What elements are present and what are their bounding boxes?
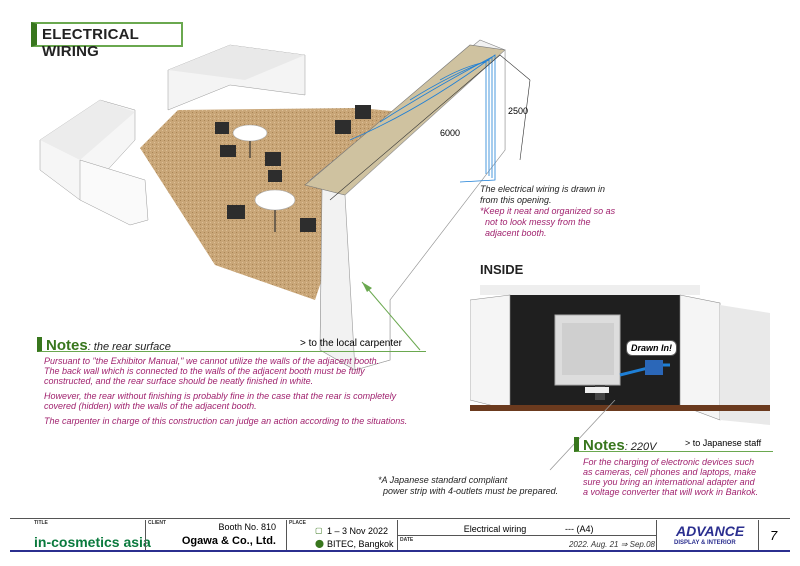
notes-power-l1: For the charging of electronic devices s… xyxy=(583,457,755,467)
notes-rear-p1-l1: Pursuant to "the Exhibitor Manual," we c… xyxy=(44,356,380,366)
footer-divider-2 xyxy=(286,520,287,550)
notes-power-l2: as cameras, cell phones and laptops, mak… xyxy=(583,467,757,477)
notes-power-l4: a voltage converter that will work in Ba… xyxy=(583,487,759,497)
notes-rear-target: > to the local carpenter xyxy=(300,338,403,349)
notes-rear-p1-l3: constructed, and the rear surface should… xyxy=(44,376,314,386)
footer-mid-rule xyxy=(398,535,656,536)
notes-rear-p2-l2: covered (hidden) with the walls of the a… xyxy=(44,401,257,411)
notes-rear-label: Notes xyxy=(46,337,88,354)
wiring xyxy=(349,54,496,183)
notes-power-l3: sure you bring an international adapter … xyxy=(583,477,755,487)
wiring-callout: The electrical wiring is drawn in from t… xyxy=(480,184,615,239)
notes-rear-p1-l2: The back wall which is connected to the … xyxy=(44,366,365,376)
chairs xyxy=(215,105,371,232)
sheet-title: Electrical wiring xyxy=(463,524,527,534)
inside-illustration xyxy=(470,275,770,435)
footer-divider-1 xyxy=(145,520,146,550)
power-strip-pointer xyxy=(549,400,616,471)
notes-rear-body: Pursuant to "the Exhibitor Manual," we c… xyxy=(44,356,424,426)
footer-top-rule xyxy=(10,518,790,519)
notes-power-header: Notes: 220V > to Japanese staff xyxy=(574,437,773,454)
notes-power-body: For the charging of electronic devices s… xyxy=(583,457,783,497)
footer-client-label: CLIENT xyxy=(148,520,167,526)
power-strip xyxy=(585,387,609,393)
power-strip-note: *A Japanese standard compliant power str… xyxy=(378,475,558,497)
wiring-note-3: adjacent booth. xyxy=(485,228,547,238)
right-door xyxy=(679,294,721,421)
event-venue: BITEC, Bangkok xyxy=(327,539,394,549)
notes-rear-header: Notes: the rear surface > to the local c… xyxy=(37,337,426,354)
table-2 xyxy=(254,189,296,211)
footer-divider-4 xyxy=(656,520,657,550)
location-pin-icon: ⬤ xyxy=(315,539,324,548)
notes-rear-subject: : the rear surface xyxy=(87,341,171,353)
dim-length: 6000 xyxy=(440,128,461,138)
notes-power-target: > to Japanese staff xyxy=(685,438,762,448)
drawn-in-bubble: Drawn In! xyxy=(626,340,678,356)
brand-logo: ADVANCE xyxy=(676,523,745,539)
footer-title-label: TITLE xyxy=(34,520,48,526)
footer-bottom-rule xyxy=(10,550,790,552)
wiring-note-1: *Keep it neat and organized so as xyxy=(480,206,616,216)
page-title: ELECTRICAL WIRING xyxy=(42,26,139,60)
notes-rear-p2-l1: However, the rear without finishing is p… xyxy=(44,391,397,401)
power-strip-line-2: power strip with 4-outlets must be prepa… xyxy=(383,486,559,496)
notes-power-subject: : 220V xyxy=(624,441,657,453)
footer-divider-5 xyxy=(758,520,759,550)
sheet-date: 2022. Aug. 21 ⇒ Sep.08 xyxy=(568,540,655,549)
sheet-size: --- (A4) xyxy=(565,524,594,534)
page-number: 7 xyxy=(770,528,778,543)
wiring-line-2: from this opening. xyxy=(480,195,552,205)
power-strip-line-1: *A Japanese standard compliant xyxy=(378,475,508,485)
notes-rear-p3: The carpenter in charge of this construc… xyxy=(44,416,408,426)
event-logo: in-cosmetics asia xyxy=(34,534,151,550)
inside-heading: INSIDE xyxy=(480,262,524,277)
event-dates: 1 – 3 Nov 2022 xyxy=(327,526,389,536)
calendar-icon: ▢ xyxy=(315,526,323,535)
page-title-box: ELECTRICAL WIRING xyxy=(31,22,183,60)
brand-tagline: DISPLAY & INTERIOR xyxy=(674,540,736,546)
footer-divider-3 xyxy=(397,520,398,550)
footer-date-label: DATE xyxy=(400,537,414,543)
client-name: Ogawa & Co., Ltd. xyxy=(181,535,276,547)
notes-power-label: Notes xyxy=(583,437,625,454)
wiring-note-2: not to look messy from the xyxy=(485,217,591,227)
booth-number: Booth No. 810 xyxy=(218,522,276,532)
left-door xyxy=(470,294,511,411)
table-1 xyxy=(232,124,268,142)
wiring-line-1: The electrical wiring is drawn in xyxy=(480,184,606,194)
dim-height: 2500 xyxy=(508,106,529,116)
footer-place-label: PLACE xyxy=(289,520,306,526)
